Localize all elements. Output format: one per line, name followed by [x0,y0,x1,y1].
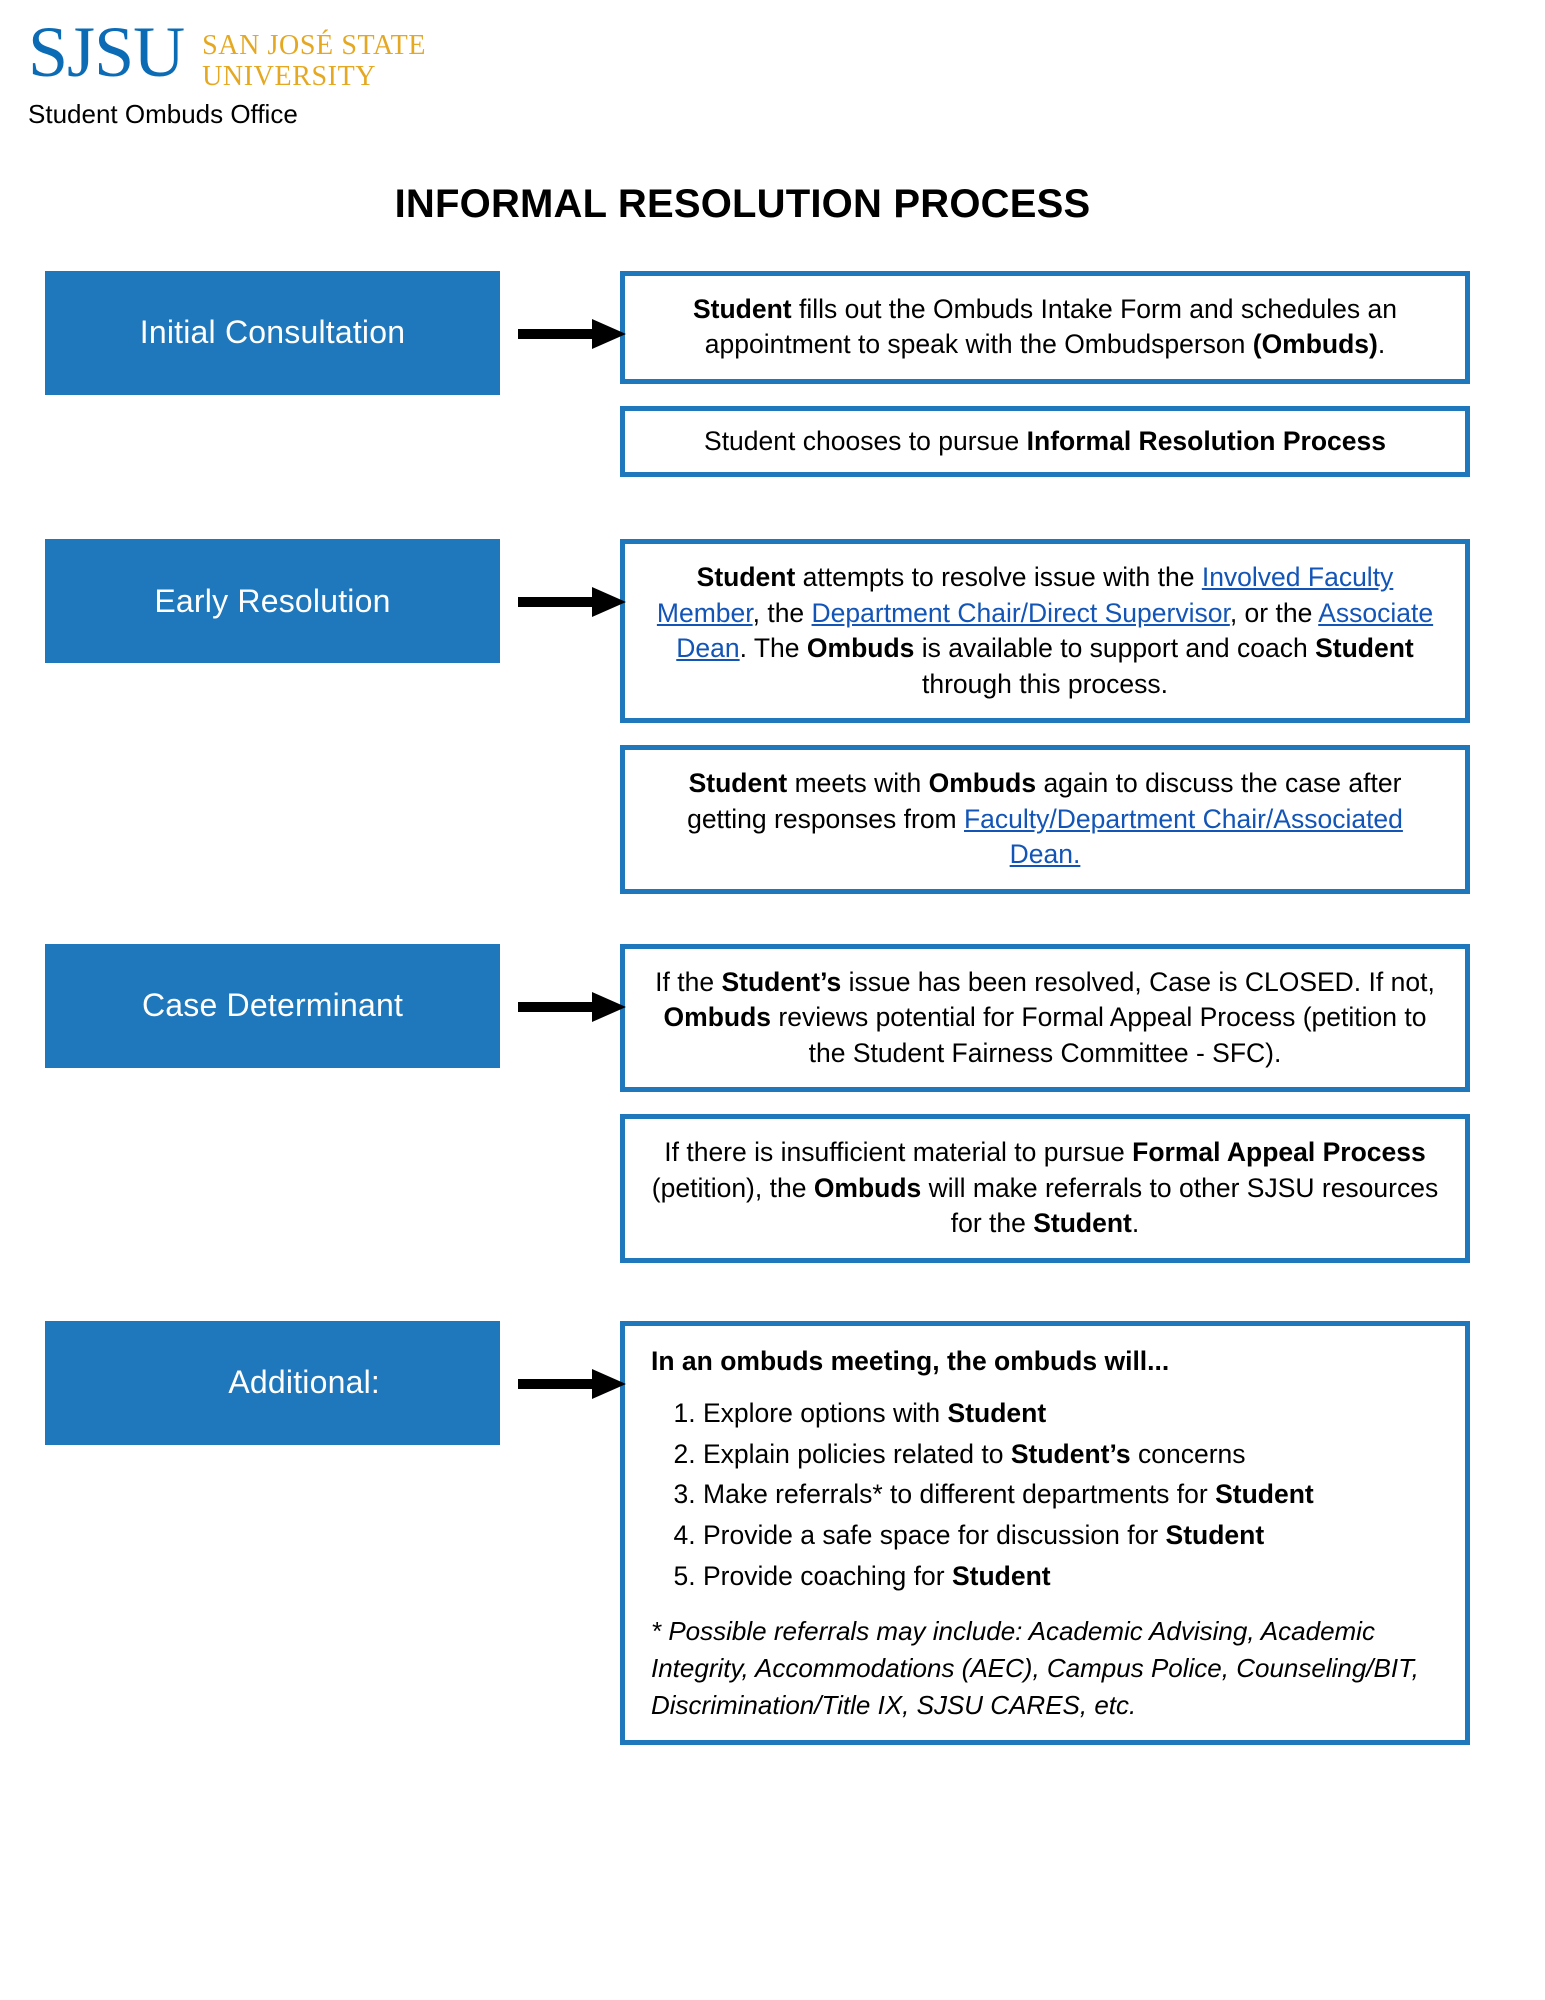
early-resolution-card-2: Student meets with Ombuds again to discu… [620,745,1470,894]
emphasis-text: Student [1165,1520,1265,1551]
list-item: Explain policies related to Student’s co… [703,1436,1439,1474]
stage-cards-column: If the Student’s issue has been resolved… [470,943,1545,1263]
process-stage: Early Resolution Student attempts to res… [0,539,1545,894]
body-text: Provide coaching for [703,1560,952,1591]
body-text: . The [739,633,807,664]
process-stage: Initial Consultation Student fills out t… [0,270,1545,478]
body-text: through this process. [922,668,1168,699]
logo-line-2: UNIVERSITY [202,61,377,93]
emphasis-text: Ombuds [813,1172,922,1203]
body-text: (petition), the [651,1172,814,1203]
body-text: will make referrals to other SJSU resour… [921,1172,1439,1239]
body-text: issue has been resolved, Case is CLOSED.… [841,966,1435,997]
additional-heading: In an ombuds meeting, the ombuds will... [651,1345,1170,1376]
emphasis-text: Student [1215,1479,1314,1510]
body-text: reviews potential for Formal Appeal Proc… [771,1002,1427,1068]
hyperlink[interactable]: Department Chair/Direct Supervisor [811,597,1230,628]
body-text: Make referrals* to different departments… [703,1479,1216,1510]
body-text: attempts to resolve issue with the [795,562,1202,593]
ombuds-actions-list: Explore options with StudentExplain poli… [651,1395,1439,1595]
body-text: fills out the Ombuds Intake Form and sch… [704,293,1398,360]
stage-chip-2[interactable]: Early Resolution [45,539,500,664]
emphasis-text: Student [951,1560,1051,1591]
emphasis-text: Ombuds [928,768,1037,799]
body-text: meets with [787,768,929,799]
body-text: is available to support and coach [914,633,1316,664]
emphasis-text: Student’s [721,966,842,997]
logo-line-1: SAN JOSÉ STATE [202,30,427,61]
body-text: concerns [1130,1438,1246,1469]
stage-label-column: Initial Consultation [0,270,626,395]
body-text: again to discuss the case after getting … [687,768,1402,834]
referrals-footnote: * Possible referrals may include: Academ… [651,1616,1419,1721]
emphasis-text: Student [696,562,796,593]
body-text: Explain policies related to [703,1438,1011,1469]
hyperlink[interactable]: Associate Dean [676,597,1434,664]
stage-chip-additional[interactable]: Additional: [45,1320,500,1445]
hyperlink[interactable]: Involved Faculty Member [656,562,1394,628]
case-determinant-card-1: If the Student’s issue has been resolved… [620,943,1470,1093]
emphasis-text: Student [947,1398,1047,1429]
body-text: , the [752,597,812,628]
initial-consultation-card-1: Student fills out the Ombuds Intake Form… [620,270,1470,384]
stage-label-column: Early Resolution [0,539,626,664]
emphasis-text: Informal Resolution Process [1026,425,1386,456]
emphasis-text: Formal Appeal Process [1132,1137,1426,1168]
emphasis-text: Student [692,293,792,324]
process-stage: Case Determinant If the Student’s issue … [0,943,1545,1263]
stage-cards-column: In an ombuds meeting, the ombuds will...… [470,1320,1545,1746]
body-text: . [1377,329,1386,360]
body-text: If there is insufficient material to pur… [664,1137,1133,1168]
emphasis-text: Ombuds [806,633,915,664]
stage-chip-1[interactable]: Initial Consultation [45,270,500,395]
stage-label-column: Additional: [0,1320,626,1445]
process-flow: Initial Consultation Student fills out t… [0,270,1545,1746]
list-item: Make referrals* to different departments… [703,1476,1439,1514]
early-resolution-card-1: Student attempts to resolve issue with t… [620,539,1470,724]
emphasis-text: Student [688,768,788,799]
stage-label-column: Case Determinant [0,943,626,1068]
hyperlink[interactable]: Faculty/Department Chair/Associated Dean… [964,803,1403,870]
list-item: Explore options with Student [703,1395,1439,1433]
page-header: SJSU SAN JOSÉ STATE UNIVERSITY Student O… [0,0,1545,130]
body-text: Provide a safe space for discussion for [703,1520,1166,1551]
body-text: If the [655,966,722,997]
body-text: . [1131,1208,1140,1239]
body-text: Explore options with [703,1398,948,1429]
additional-card: In an ombuds meeting, the ombuds will...… [620,1320,1470,1746]
page-title: INFORMAL RESOLUTION PROCESS [394,181,1091,226]
stage-cards-column: Student fills out the Ombuds Intake Form… [470,270,1545,478]
list-item: Provide coaching for Student [703,1558,1439,1596]
emphasis-text: Student [1033,1208,1132,1239]
stage-chip-3[interactable]: Case Determinant [45,943,500,1068]
stage-cards-column: Student attempts to resolve issue with t… [470,539,1545,894]
sjsu-university-name: SAN JOSÉ STATE UNIVERSITY [202,22,426,93]
emphasis-text: Student’s [1010,1438,1131,1469]
case-determinant-card-2: If there is insufficient material to pur… [620,1114,1470,1263]
emphasis-text: Ombuds [663,1002,772,1033]
list-item: Provide a safe space for discussion for … [703,1517,1439,1555]
emphasis-text: (Ombuds) [1252,329,1378,360]
office-name: Student Ombuds Office [28,98,298,129]
sjsu-logo: SJSU SAN JOSÉ STATE UNIVERSITY [28,12,1545,93]
emphasis-text: Student [1315,633,1414,664]
sjsu-wordmark: SJSU [28,12,185,92]
body-text: Student chooses to pursue [704,425,1027,456]
process-stage-additional: Additional: In an ombuds meeting, the om… [0,1320,1545,1746]
body-text: , or the [1229,597,1319,628]
initial-consultation-card-2: Student chooses to pursue Informal Resol… [620,405,1470,478]
